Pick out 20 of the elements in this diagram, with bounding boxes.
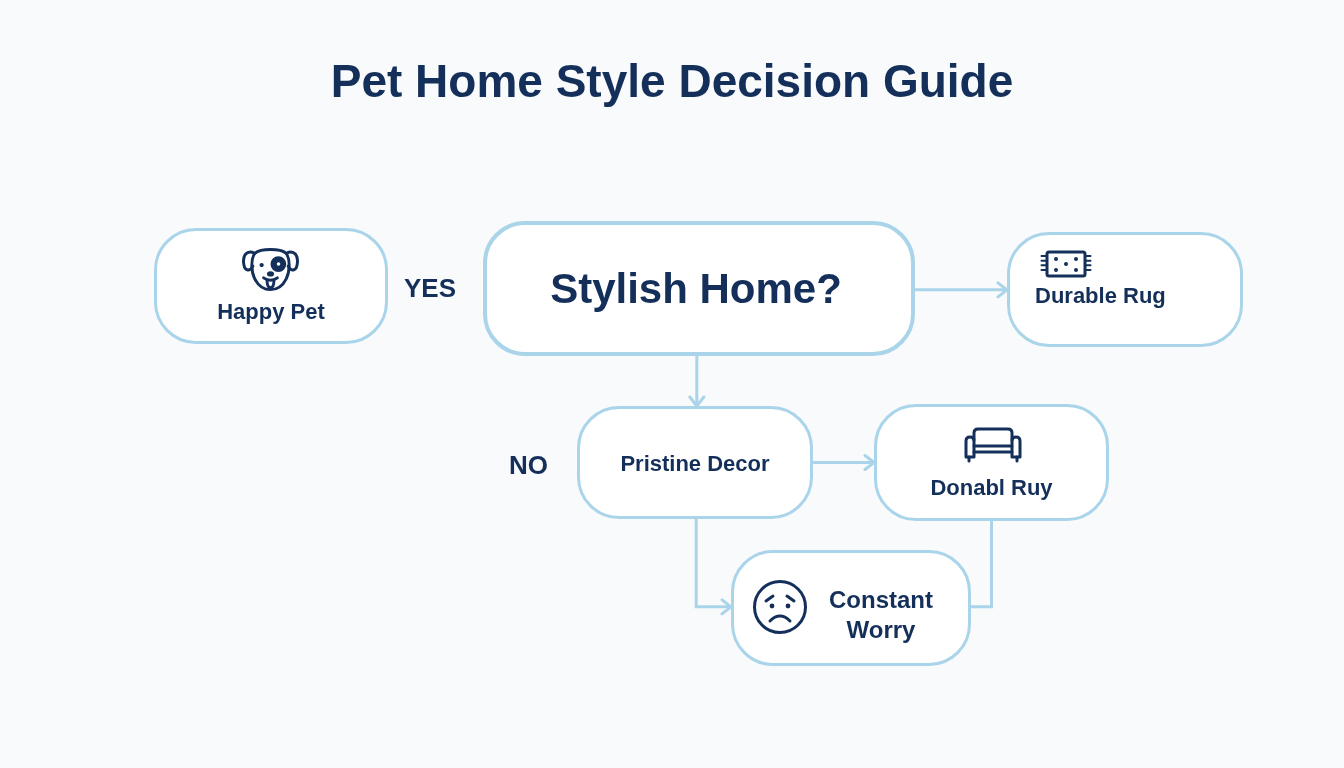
- decision-box: [483, 221, 915, 356]
- process-box: [577, 406, 813, 519]
- node-text: Happy Pet: [216, 299, 326, 325]
- diagram-title: Pet Home Style Decision Guide: [329, 54, 1015, 108]
- arrow: [915, 281, 1009, 299]
- node-text: Pristine Decor: [619, 451, 771, 477]
- process-box: [154, 228, 388, 344]
- arrow: [688, 356, 706, 408]
- node-text: Donabl Ruy: [929, 475, 1054, 501]
- branch-label: YES: [404, 273, 457, 303]
- connector-line: [971, 521, 993, 609]
- arrow: [694, 519, 733, 616]
- process-box: [874, 404, 1109, 521]
- process-box: [1007, 232, 1243, 347]
- node-text: Durable Rug: [1035, 283, 1167, 309]
- arrow: [813, 454, 876, 471]
- node-text: Constant Worry: [828, 585, 934, 645]
- node-text: Stylish Home?: [549, 265, 843, 314]
- branch-label: NO: [509, 450, 548, 480]
- process-box: [731, 550, 971, 666]
